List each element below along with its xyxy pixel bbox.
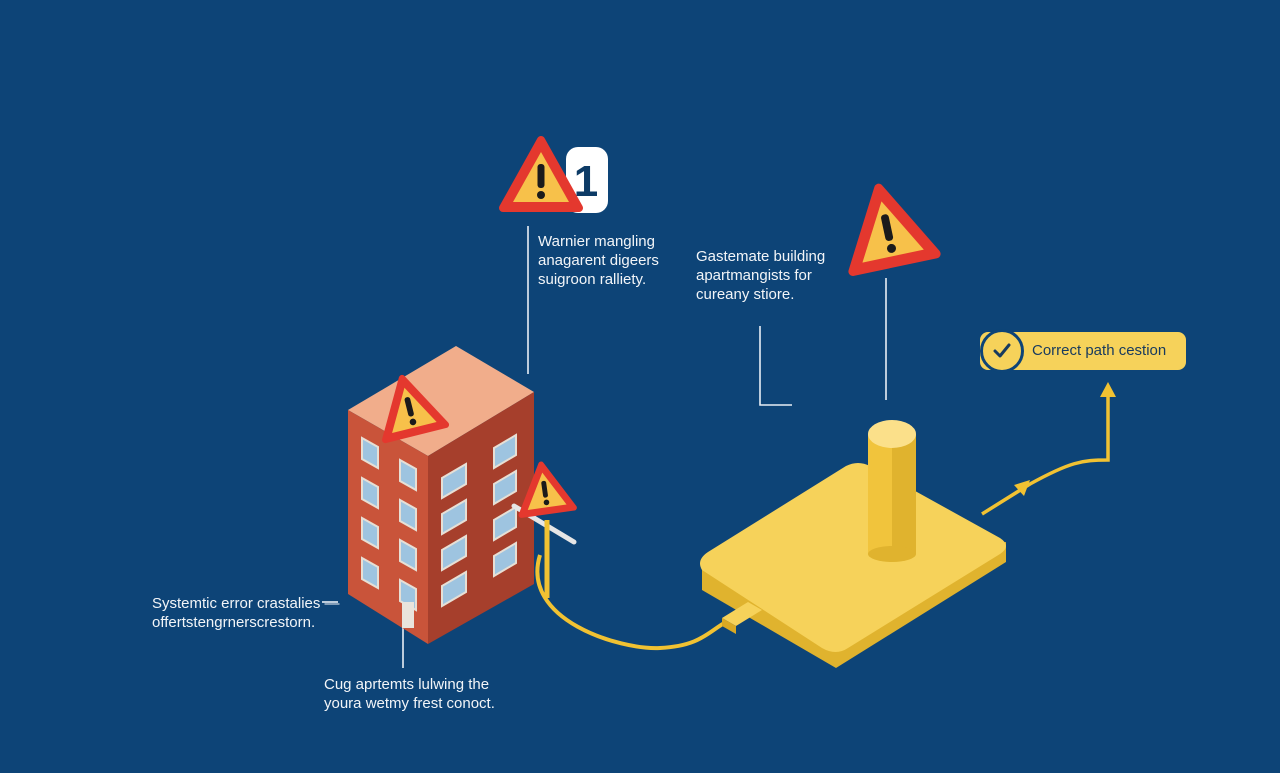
check-icon — [980, 329, 1024, 373]
annotation-estimate-line: cureany stiore. — [696, 286, 795, 303]
annotation-systemic-line: offertstengrnerscrestorn. — [152, 614, 316, 631]
correct-path — [981, 382, 1116, 516]
annotation-systemic: Systemtic error crastalies — offertsteng… — [152, 594, 340, 632]
annotation-apartments-line: youra wetmy frest conoct. — [324, 695, 495, 712]
arrow-right-icon — [1014, 480, 1030, 496]
correct-path-badge-text: Correct path cestion — [1032, 342, 1167, 359]
building-windows — [361, 433, 517, 612]
top-warning-group: 1 — [503, 140, 608, 213]
arrow-up-icon — [1100, 382, 1116, 397]
yellow-platform — [700, 420, 1006, 668]
apartment-building — [348, 346, 534, 644]
correct-path-badge: Correct path cestion — [980, 329, 1186, 373]
annotation-warning-line: suigroon ralliety. — [538, 271, 647, 288]
annotation-estimate: Gastemate building apartmangists for cur… — [696, 247, 825, 304]
annotation-warning-line: Warnier mangling — [538, 233, 655, 250]
cable-path — [535, 554, 727, 651]
estimate-warning-icon — [837, 179, 936, 271]
annotation-warning-line: anagarent digeers — [538, 252, 659, 269]
sign-pole — [511, 461, 574, 598]
annotation-apartments: Cug aprtemts lulwing the youra wetmy fre… — [324, 675, 495, 713]
annotation-apartments-line: Cug aprtemts lulwing the — [324, 676, 490, 693]
annotation-warning: Warnier mangling anagarent digeers suigr… — [538, 232, 659, 289]
annotation-estimate-line: Gastemate building — [696, 248, 826, 265]
leader-line-estimate — [759, 326, 792, 406]
annotation-systemic-line: Systemtic error crastalies — — [152, 595, 340, 612]
leader-lines — [322, 226, 887, 668]
annotation-estimate-line: apartmangists for — [696, 267, 812, 284]
